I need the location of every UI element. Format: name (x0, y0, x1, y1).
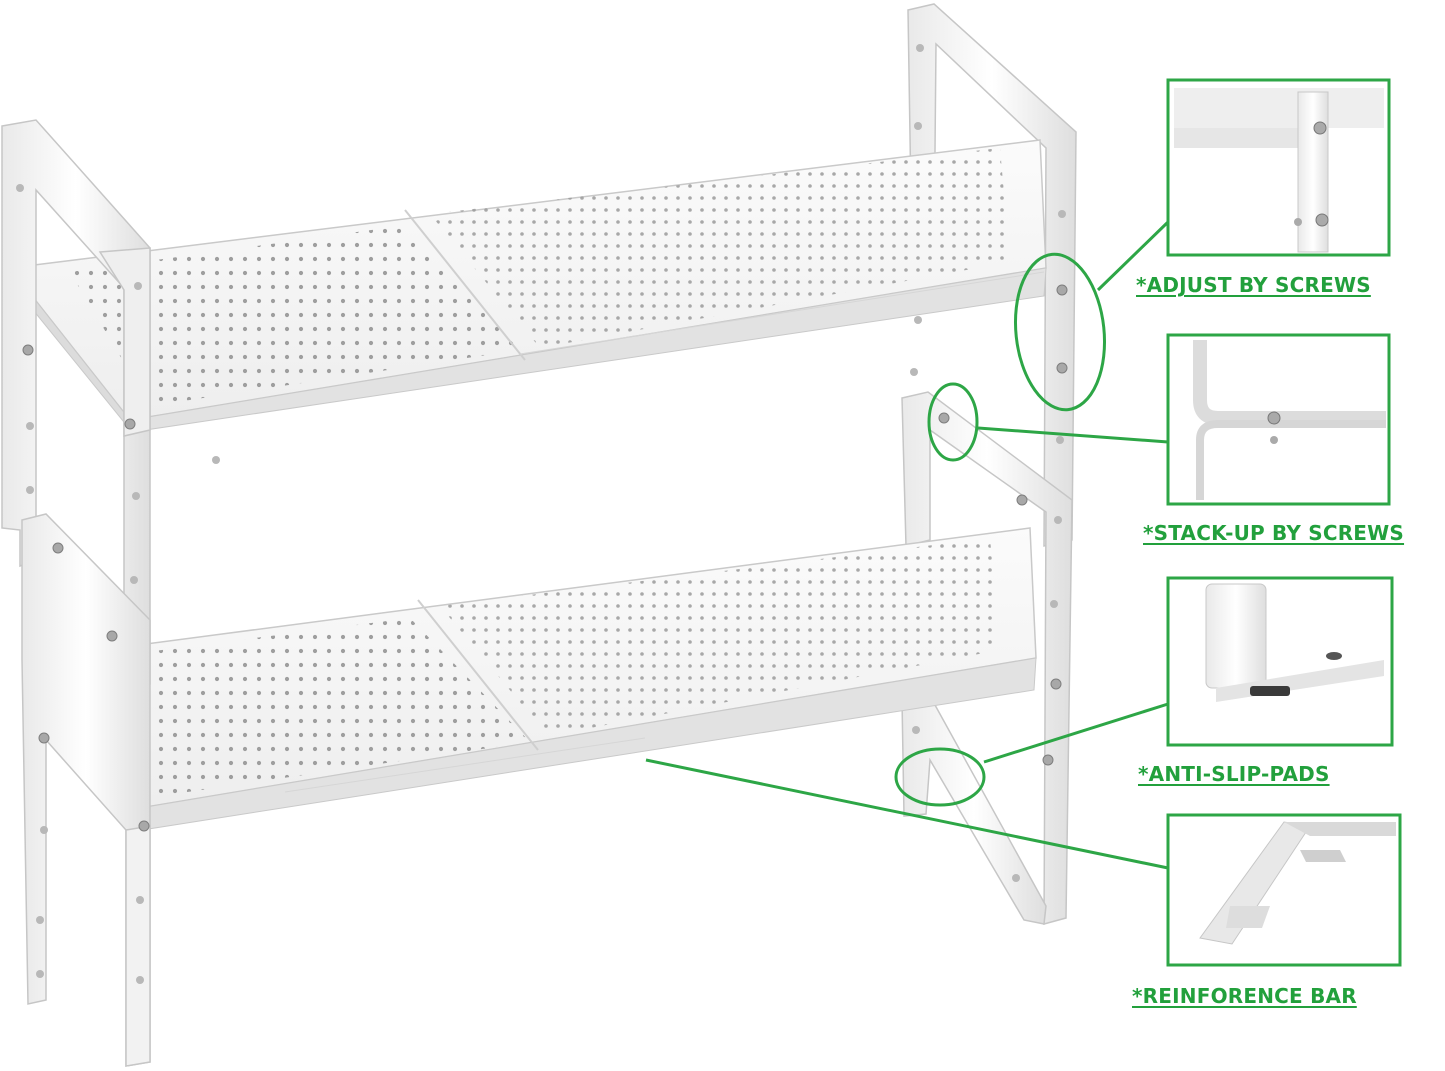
callout-ellipse-stack (927, 382, 979, 462)
callout-label-stack: *STACK-UP BY SCREWS (1143, 521, 1405, 545)
callout-leaders (645, 220, 1170, 870)
screws (22, 284, 1068, 832)
inset-anti-slip-pads (1166, 576, 1394, 747)
top-shelf (8, 139, 1047, 434)
callout-ellipse-antislip (894, 747, 986, 807)
inset-stack-up-by-screws (1166, 333, 1391, 506)
inset-adjust-by-screws (1166, 78, 1391, 257)
callout-ellipse-adjust (1013, 252, 1107, 412)
back-right-frame (901, 3, 1077, 925)
frame-holes (16, 44, 1066, 984)
callout-label-reinforce: *REINFORENCE BAR (1132, 984, 1357, 1008)
callout-label-adjust: *ADJUST BY SCREWS (1136, 273, 1371, 297)
bottom-shelf (22, 527, 1037, 832)
inset-reinforcement-bar (1166, 813, 1402, 967)
callout-label-antislip: *ANTI-SLIP-PADS (1138, 762, 1330, 786)
front-left-frame (1, 119, 151, 1067)
